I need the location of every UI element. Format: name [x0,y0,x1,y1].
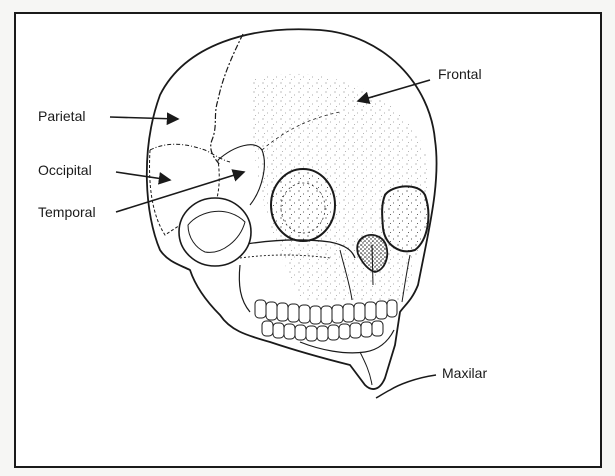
ear-structure [179,198,251,266]
label-temporal: Temporal [38,205,96,219]
label-frontal: Frontal [438,67,482,81]
label-occipital: Occipital [38,163,92,177]
label-maxilar: Maxilar [442,366,487,380]
label-parietal: Parietal [38,109,85,123]
left-orbit [271,169,335,241]
right-orbit [382,186,428,251]
